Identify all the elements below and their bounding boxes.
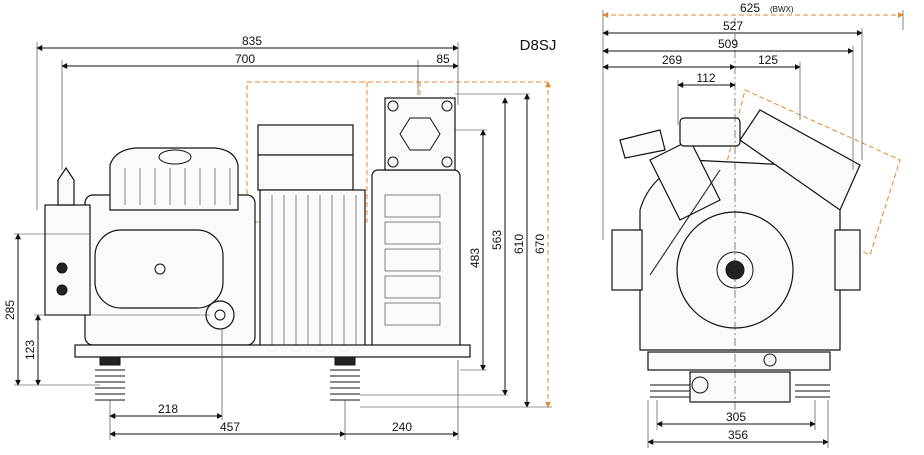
dim-85: 85 [436,52,450,66]
terminal-box-lower [257,154,354,191]
dim-356: 356 [728,428,748,442]
cover-center [154,263,166,275]
cylinder-head-left [649,139,721,221]
bearing-cover [94,229,224,309]
spring-mount-mid [330,356,360,401]
dim-670: 670 [533,234,547,254]
dim-218: 218 [158,402,178,416]
model-label: D8SJ [520,37,557,54]
dim-483: 483 [468,248,482,268]
dim-123: 123 [23,340,37,360]
dim-563: 563 [490,230,504,250]
dim-610: 610 [512,234,526,254]
front-side-flange-right [834,229,861,291]
sight-port [56,262,68,274]
front-spring-right [795,384,830,398]
top-valve-block [679,117,741,147]
front-base [647,351,831,371]
dim-240: 240 [392,420,412,434]
dim-625-note: (BWX) [770,5,794,14]
cylinder-head-right [739,109,861,211]
spring-mount-left [95,356,125,401]
dim-112: 112 [696,71,715,85]
discharge-flange [384,97,456,171]
front-foot-block [689,371,791,403]
oil-port [56,284,68,296]
front-dimensions [602,10,904,448]
front-valve-stem [619,129,666,159]
dim-700: 700 [235,52,255,66]
dim-457: 457 [220,420,240,434]
dim-527: 527 [723,19,743,33]
dim-835: 835 [242,34,262,48]
foot-bolt-left [691,376,709,394]
flange-hex [399,117,441,151]
cylinder-head [109,147,239,211]
dim-305: 305 [726,410,746,424]
oil-pump [205,300,235,330]
side-view: 835 700 85 D8SJ 670 610 563 483 285 123 … [3,34,556,440]
foot-bolt-top [763,353,777,367]
suction-valve-housing [44,204,91,316]
dim-125: 125 [758,53,778,67]
base-rail [74,344,471,358]
suction-valve-stem [57,166,75,206]
dim-269: 269 [662,53,682,67]
optional-head-outline [719,89,901,256]
head-top-plate [158,149,192,165]
dim-625: 625 [740,1,760,15]
side-dimensions [14,42,552,440]
terminal-box [257,124,354,156]
dim-285: 285 [3,300,17,320]
dim-509: 509 [718,37,738,51]
motor-fins [259,189,366,356]
front-spring-left [650,384,690,398]
front-side-flange-left [611,229,643,291]
front-view: 625 (BWX) 527 509 269 125 112 305 356 [602,1,904,448]
